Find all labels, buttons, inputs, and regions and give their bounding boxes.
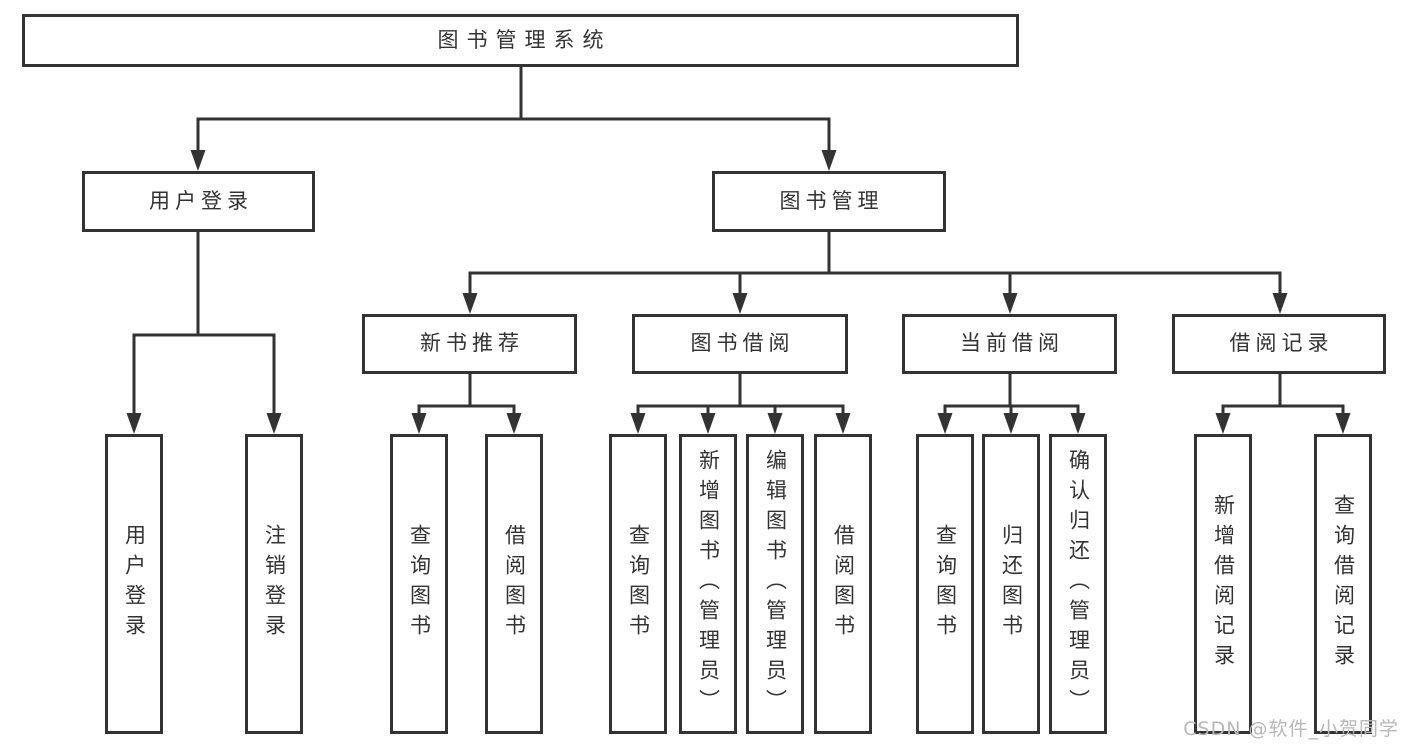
node-label: 图书借阅 — [690, 331, 795, 356]
node-label: 用户登录 — [122, 524, 147, 644]
leaf-query-books-current: 查询图书 — [916, 434, 974, 734]
leaf-query-books-recommend: 查询图书 — [390, 434, 448, 734]
arrowhead-down-icon — [1002, 293, 1018, 314]
node-label: 查询图书 — [407, 524, 432, 644]
arrowhead-down-icon — [835, 413, 851, 434]
connector-root-to-level2 — [190, 67, 837, 171]
leaf-borrow-books: 借阅图书 — [814, 434, 872, 734]
node-book-management: 图书管理 — [712, 171, 946, 232]
node-label: 图书管理 — [779, 188, 884, 213]
node-book-borrow: 图书借阅 — [632, 314, 848, 374]
arrowhead-down-icon — [462, 293, 478, 314]
connector-borrow-records-to-leaves — [1215, 374, 1351, 434]
arrowhead-down-icon — [1215, 413, 1231, 434]
node-label: 注销登录 — [262, 524, 287, 644]
arrowhead-down-icon — [411, 413, 427, 434]
node-label: 查询借阅记录 — [1331, 494, 1356, 674]
node-label: 归还图书 — [999, 524, 1024, 644]
arrowhead-down-icon — [506, 413, 522, 434]
node-label: 查询图书 — [933, 524, 958, 644]
node-label: 新增借阅记录 — [1211, 494, 1236, 674]
node-label: 确认归还（管理员） — [1066, 449, 1091, 719]
connector-user-login-to-leaves — [126, 232, 282, 434]
node-label: 新书推荐 — [420, 331, 524, 356]
node-current-borrow: 当前借阅 — [902, 314, 1117, 374]
node-root: 图书管理系统 — [22, 14, 1019, 67]
arrowhead-down-icon — [266, 413, 282, 434]
arrowhead-down-icon — [1070, 413, 1086, 434]
arrowhead-down-icon — [767, 413, 783, 434]
node-borrow-records: 借阅记录 — [1172, 314, 1386, 374]
node-label: 借阅图书 — [502, 524, 527, 644]
leaf-query-borrow-record: 查询借阅记录 — [1314, 434, 1372, 734]
watermark: CSDN @软件_小贺同学 — [1183, 718, 1399, 740]
leaf-confirm-return-admin: 确认归还（管理员） — [1049, 434, 1107, 734]
leaf-return-books: 归还图书 — [982, 434, 1040, 734]
arrowhead-down-icon — [1272, 293, 1288, 314]
node-label: 用户登录 — [149, 188, 253, 213]
node-user-login: 用户登录 — [82, 171, 315, 232]
arrowhead-down-icon — [630, 413, 646, 434]
leaf-edit-books-admin: 编辑图书（管理员） — [746, 434, 804, 734]
node-label: 查询图书 — [626, 524, 651, 644]
connector-current-borrow-to-leaves — [937, 374, 1086, 434]
leaf-borrow-books-recommend: 借阅图书 — [485, 434, 543, 734]
arrowhead-down-icon — [937, 413, 953, 434]
node-label: 新增图书（管理员） — [696, 449, 721, 719]
node-label: 当前借阅 — [960, 331, 1064, 356]
leaf-add-borrow-record: 新增借阅记录 — [1194, 434, 1252, 734]
node-new-book-recommend: 新书推荐 — [362, 314, 577, 374]
arrowhead-down-icon — [190, 150, 206, 171]
leaf-logout: 注销登录 — [245, 434, 303, 734]
arrowhead-down-icon — [700, 413, 716, 434]
leaf-add-books-admin: 新增图书（管理员） — [679, 434, 737, 734]
connector-book-borrow-to-leaves — [630, 374, 851, 434]
connector-new-book-recommend-to-leaves — [411, 374, 522, 434]
node-label: 编辑图书（管理员） — [763, 449, 788, 719]
node-label: 借阅图书 — [831, 524, 856, 644]
connector-book-management-to-level3 — [462, 232, 1288, 314]
node-label: 图书管理系统 — [437, 27, 612, 52]
arrowhead-down-icon — [1003, 413, 1019, 434]
arrowhead-down-icon — [1335, 413, 1351, 434]
arrowhead-down-icon — [821, 150, 837, 171]
arrowhead-down-icon — [126, 413, 142, 434]
leaf-query-books-borrow: 查询图书 — [609, 434, 667, 734]
leaf-user-login: 用户登录 — [105, 434, 163, 734]
arrowhead-down-icon — [732, 293, 748, 314]
node-label: 借阅记录 — [1229, 331, 1334, 356]
